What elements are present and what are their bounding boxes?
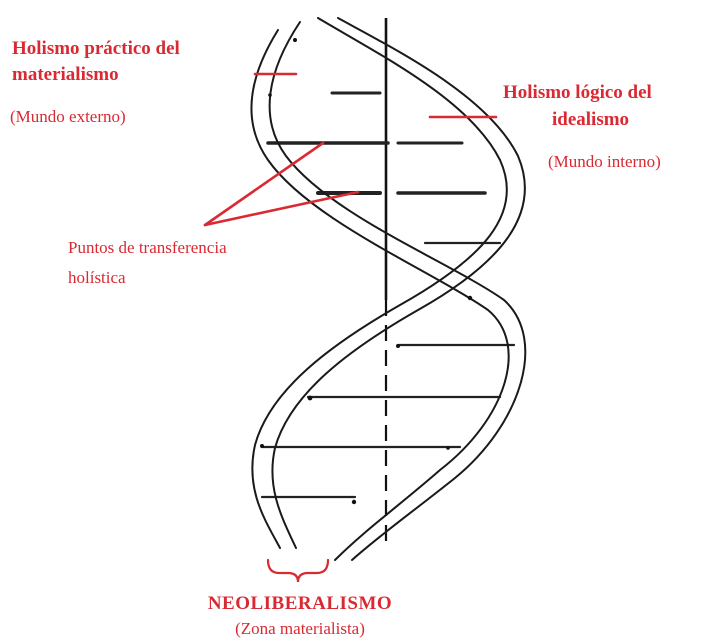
- bottom-subtitle: (Zona materialista): [180, 619, 420, 639]
- neoliberalism-brace-icon: [268, 560, 328, 582]
- helix-strand-b: [252, 18, 525, 548]
- right-title-line1: Holismo lógico del: [503, 82, 652, 104]
- right-title-line2: idealismo: [552, 109, 629, 131]
- bottom-title: NEOLIBERALISMO: [180, 593, 420, 615]
- helix-strand-a: [251, 22, 525, 560]
- left-title-line1: Holismo práctico del: [12, 38, 180, 60]
- transfer-label-line2: holística: [68, 268, 126, 288]
- strand-dots: [260, 38, 472, 504]
- annotation-pointers: [205, 74, 496, 225]
- left-title-line2: materialismo: [12, 64, 119, 86]
- transfer-label-line1: Puntos de transferencia: [68, 238, 227, 258]
- right-subtitle: (Mundo interno): [548, 152, 661, 172]
- left-subtitle: (Mundo externo): [10, 107, 126, 127]
